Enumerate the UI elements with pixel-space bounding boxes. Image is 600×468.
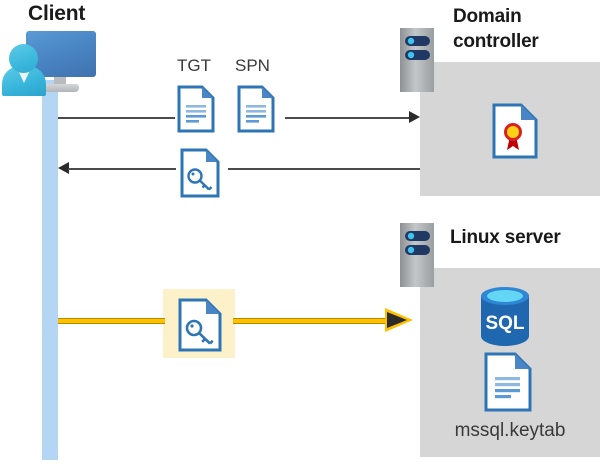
domain-controller-title: Domain controller xyxy=(453,6,539,52)
certificate-document-icon xyxy=(492,103,538,159)
linux-server-icon xyxy=(400,223,434,292)
tgt-document-icon xyxy=(177,85,215,133)
monitor-base-icon xyxy=(41,84,79,92)
request-arrow-segment-right xyxy=(285,117,410,119)
ticket-arrow-segment-left xyxy=(58,318,165,324)
client-title: Client xyxy=(28,2,86,25)
spn-document-icon xyxy=(237,85,275,133)
person-head-icon xyxy=(9,44,38,73)
ticket-arrow-segment-right xyxy=(233,318,390,324)
request-arrow-segment-left xyxy=(58,117,175,119)
keytab-filename-label: mssql.keytab xyxy=(454,420,566,441)
response-arrow-segment-right xyxy=(228,168,420,170)
ticket-arrowhead-inner-icon xyxy=(387,312,407,328)
tgt-label: TGT xyxy=(177,56,211,75)
linux-server-title: Linux server xyxy=(450,227,561,248)
ticket-key-document-icon xyxy=(180,148,220,198)
sql-database-icon: SQL xyxy=(478,286,532,353)
response-arrow-segment-left xyxy=(68,168,176,170)
service-ticket-key-document-icon xyxy=(178,298,222,352)
response-arrowhead-icon xyxy=(58,162,69,174)
request-arrowhead-icon xyxy=(409,111,420,123)
client-lifeline-bar xyxy=(42,80,58,460)
spn-label: SPN xyxy=(235,56,270,75)
monitor-neck-icon xyxy=(54,77,66,87)
sql-database-label: SQL xyxy=(485,313,524,334)
keytab-document-icon xyxy=(484,352,532,412)
domain-controller-server-icon xyxy=(400,28,434,97)
